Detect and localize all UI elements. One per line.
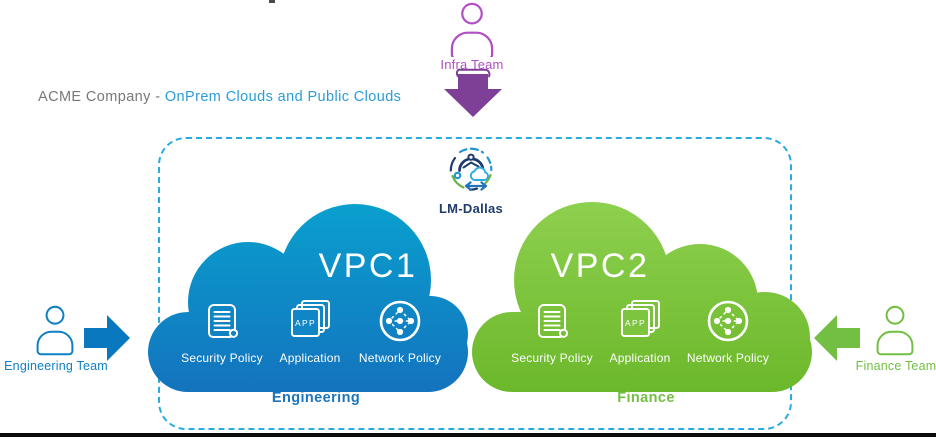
title-company: ACME Company - <box>38 89 165 105</box>
infra-down-arrow <box>444 68 502 117</box>
title-subject: OnPrem Clouds and Public Clouds <box>164 89 402 105</box>
vpc1-tenant-label: Engineering <box>271 390 361 406</box>
site-label: LM-Dallas <box>438 201 504 216</box>
vpc2-security-policy: Security Policy <box>502 299 602 365</box>
page-title: ACME Company - OnPrem Clouds and Public … <box>38 89 401 105</box>
network-policy-icon <box>707 300 749 342</box>
vpc1-network-policy: Network Policy <box>350 299 450 365</box>
vpc1-security-policy: Security Policy <box>172 299 272 365</box>
vpc1-name: VPC1 <box>318 247 418 285</box>
security-policy-scroll-icon <box>538 304 569 338</box>
policy-label: Network Policy <box>686 351 770 365</box>
vpc2-tenant-label: Finance <box>617 390 675 406</box>
engineering-team-person-icon <box>36 305 74 356</box>
engineering-team-label: Engineering Team <box>4 359 108 373</box>
policy-label: Network Policy <box>358 351 442 365</box>
vpc1-application: APP Application <box>260 299 360 365</box>
policy-label: Application <box>279 351 341 365</box>
vpc2-application: APP Application <box>590 299 690 365</box>
finance-team-person-icon <box>876 305 914 356</box>
security-policy-scroll-icon <box>208 304 239 338</box>
vpc2-name: VPC2 <box>550 247 650 285</box>
engineering-right-arrow <box>84 315 130 361</box>
infra-team-label: Infra Team <box>440 57 504 72</box>
infra-team-person-icon <box>450 2 494 57</box>
datacenter-boundary <box>158 137 792 430</box>
network-policy-icon <box>379 300 421 342</box>
finance-left-arrow <box>814 315 860 361</box>
policy-label: Security Policy <box>181 351 263 365</box>
policy-label: Security Policy <box>511 351 593 365</box>
application-stack-icon: APP <box>291 300 330 337</box>
app-badge-text: APP <box>295 318 316 328</box>
app-badge-text: APP <box>625 318 646 328</box>
application-stack-icon: APP <box>621 300 660 337</box>
bottom-window-edge <box>0 433 936 437</box>
cloud-glyph <box>469 166 489 181</box>
finance-team-label: Finance Team <box>855 359 936 373</box>
clipped-artifact <box>269 0 275 3</box>
lm-dallas-multicloud-icon <box>449 147 493 191</box>
policy-label: Application <box>609 351 671 365</box>
vpc2-network-policy: Network Policy <box>678 299 778 365</box>
